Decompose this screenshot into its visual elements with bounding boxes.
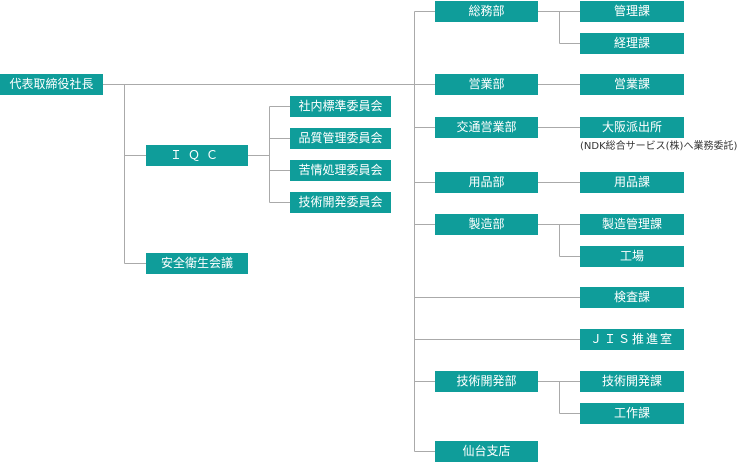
accounting-section: 経理課: [580, 33, 684, 54]
transport-sales-dept: 交通営業部: [435, 117, 538, 138]
manufacturing-control-section: 製造管理課: [580, 214, 684, 235]
committee-quality-control: 品質管理委員会: [290, 128, 391, 149]
committee-internal-standards: 社内標準委員会: [290, 96, 391, 117]
tech-dev-dept: 技術開発部: [435, 371, 538, 392]
general-affairs-dept: 総務部: [435, 1, 538, 22]
works-section: 工作課: [580, 403, 684, 424]
safety-council-box: 安全衛生会議: [146, 253, 248, 274]
sales-dept: 営業部: [435, 74, 538, 95]
iqc-box: ＩＱＣ: [146, 145, 248, 166]
president-box: 代表取締役社長: [0, 74, 103, 95]
sales-section: 営業課: [580, 74, 684, 95]
sendai-branch: 仙台支店: [435, 441, 538, 462]
factory: 工場: [580, 246, 684, 267]
supplies-dept: 用品部: [435, 172, 538, 193]
manufacturing-dept: 製造部: [435, 214, 538, 235]
osaka-office-note: (NDK総合サービス(株)へ業務委託): [580, 141, 738, 152]
committee-tech-development: 技術開発委員会: [290, 192, 391, 213]
tech-dev-section: 技術開発課: [580, 371, 684, 392]
inspection-section: 検査課: [580, 287, 684, 308]
committee-complaints: 苦情処理委員会: [290, 160, 391, 181]
supplies-section: 用品課: [580, 172, 684, 193]
jis-promotion-office: ＪＩＳ推進室: [580, 329, 684, 350]
osaka-office: 大阪派出所: [580, 117, 684, 138]
management-section: 管理課: [580, 1, 684, 22]
